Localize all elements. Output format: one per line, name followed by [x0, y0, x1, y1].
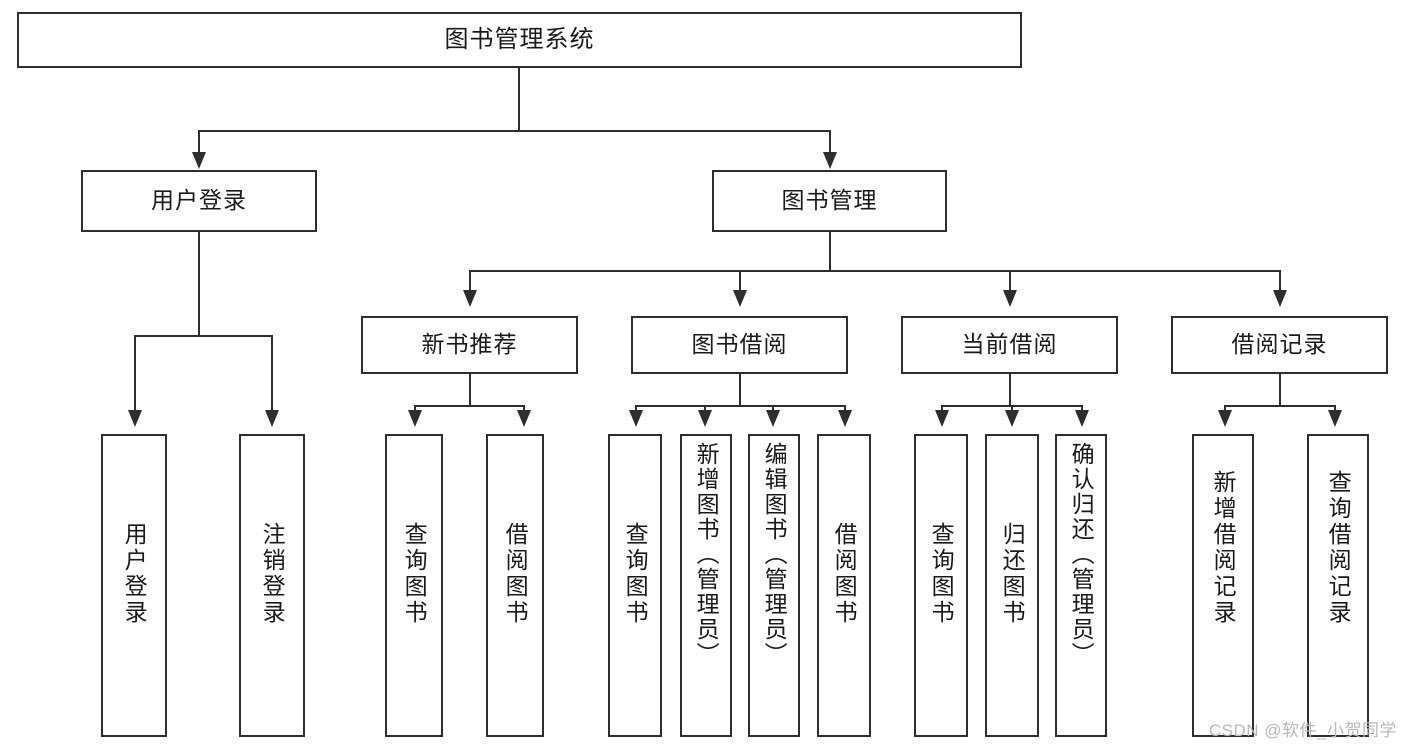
connector-book-borrow-bus	[635, 405, 846, 407]
leaf-label: 归还图书	[999, 522, 1026, 626]
arrow-to-leaf-query-book-b	[629, 410, 643, 427]
arrow-to-leaf-add-book	[698, 410, 712, 427]
connector-user-login-bus	[134, 335, 273, 337]
connector-new-book-drop-1	[414, 405, 416, 414]
connector-level3-drop-3	[1009, 270, 1011, 294]
leaf-user-login[interactable]: 用户登录	[101, 434, 167, 737]
leaf-add-book-admin[interactable]: 新增图书（管理员）	[680, 434, 732, 737]
arrow-to-leaf-borrow-book-a	[517, 410, 531, 427]
connector-book-borrow-stem	[739, 374, 741, 405]
connector-user-login-drop-2	[271, 335, 273, 414]
connector-current-borrow-stem	[1009, 374, 1011, 405]
connector-root-stem	[518, 68, 520, 130]
arrow-to-borrow-record	[1273, 290, 1287, 307]
node-borrow-record[interactable]: 借阅记录	[1171, 316, 1388, 374]
leaf-query-book-c[interactable]: 查询图书	[914, 434, 968, 737]
leaf-label: 借阅图书	[502, 522, 529, 626]
arrow-to-leaf-query-book-a	[408, 410, 422, 427]
connector-new-book-stem	[469, 374, 471, 405]
leaf-label: 新增借阅记录	[1210, 470, 1237, 626]
leaf-logout[interactable]: 注销登录	[239, 434, 305, 737]
connector-level3-drop-2	[739, 270, 741, 294]
connector-level3-drop-4	[1279, 270, 1281, 294]
connector-level3-bus	[469, 270, 1281, 272]
leaf-label: 确认归还（管理员）	[1068, 442, 1095, 667]
node-label: 借阅记录	[1231, 331, 1328, 358]
csdn-watermark: CSDN @软件_小贺同学	[1208, 721, 1397, 740]
connector-book-borrow-drop-3	[772, 405, 774, 414]
node-label: 用户登录	[151, 187, 247, 214]
leaf-label: 查询图书	[401, 522, 428, 626]
connector-book-borrow-drop-2	[704, 405, 706, 414]
arrow-to-new-book-recommend	[463, 290, 477, 307]
leaf-confirm-return-admin[interactable]: 确认归还（管理员）	[1055, 434, 1107, 737]
connector-user-login-stem	[198, 232, 200, 335]
connector-new-book-drop-2	[523, 405, 525, 414]
node-book-borrow[interactable]: 图书借阅	[631, 316, 848, 374]
connector-current-borrow-drop-2	[1011, 405, 1013, 414]
connector-borrow-record-drop-2	[1334, 405, 1336, 414]
leaf-return-book[interactable]: 归还图书	[985, 434, 1039, 737]
connector-borrow-record-drop-1	[1224, 405, 1226, 414]
arrow-to-leaf-edit-book	[766, 410, 780, 427]
connector-current-borrow-drop-1	[941, 405, 943, 414]
arrow-to-book-borrow	[733, 290, 747, 307]
connector-new-book-bus	[414, 405, 525, 407]
arrow-to-current-borrow	[1003, 290, 1017, 307]
leaf-query-book-b[interactable]: 查询图书	[608, 434, 662, 737]
arrow-to-book-management	[823, 152, 837, 169]
connector-user-login-drop-1	[134, 335, 136, 414]
leaf-label: 用户登录	[121, 522, 148, 626]
arrow-to-leaf-confirm-return	[1075, 410, 1089, 427]
leaf-query-book-a[interactable]: 查询图书	[385, 434, 443, 737]
node-label: 图书管理	[781, 187, 878, 214]
connector-level2-drop-1	[198, 130, 200, 156]
arrow-to-leaf-borrow-book-b	[838, 410, 852, 427]
node-current-borrow[interactable]: 当前借阅	[901, 316, 1118, 374]
leaf-label: 注销登录	[259, 522, 286, 626]
leaf-label: 编辑图书（管理员）	[761, 442, 788, 667]
arrow-to-leaf-query-record	[1328, 410, 1342, 427]
connector-level2-bus	[198, 130, 831, 132]
connector-level3-drop-1	[469, 270, 471, 294]
node-user-login[interactable]: 用户登录	[81, 170, 317, 232]
leaf-label: 借阅图书	[831, 522, 858, 626]
leaf-borrow-book-a[interactable]: 借阅图书	[486, 434, 544, 737]
node-label: 新书推荐	[421, 331, 518, 358]
leaf-label: 查询图书	[928, 522, 955, 626]
arrow-to-leaf-add-record	[1218, 410, 1232, 427]
arrow-to-leaf-return-book	[1005, 410, 1019, 427]
leaf-label: 查询借阅记录	[1325, 470, 1352, 626]
leaf-add-borrow-record[interactable]: 新增借阅记录	[1192, 434, 1254, 737]
connector-borrow-record-stem	[1279, 374, 1281, 405]
connector-current-borrow-drop-3	[1081, 405, 1083, 414]
arrow-to-leaf-query-book-c	[935, 410, 949, 427]
leaf-edit-book-admin[interactable]: 编辑图书（管理员）	[748, 434, 800, 737]
node-label: 当前借阅	[961, 331, 1058, 358]
arrow-to-leaf-user-login	[128, 410, 142, 427]
node-root-book-management-system[interactable]: 图书管理系统	[17, 12, 1022, 68]
node-label: 图书借阅	[691, 331, 788, 358]
arrow-to-user-login	[192, 152, 206, 169]
connector-borrow-record-bus	[1224, 405, 1336, 407]
leaf-label: 查询图书	[622, 522, 649, 626]
leaf-label: 新增图书（管理员）	[693, 442, 720, 667]
node-book-management[interactable]: 图书管理	[712, 170, 947, 232]
connector-level2-drop-2	[829, 130, 831, 156]
connector-book-management-stem	[829, 232, 831, 270]
connector-book-borrow-drop-4	[844, 405, 846, 414]
connector-book-borrow-drop-1	[635, 405, 637, 414]
leaf-borrow-book-b[interactable]: 借阅图书	[817, 434, 871, 737]
arrow-to-leaf-logout	[265, 410, 279, 427]
leaf-query-borrow-record[interactable]: 查询借阅记录	[1307, 434, 1369, 737]
node-label: 图书管理系统	[444, 25, 595, 53]
node-new-book-recommend[interactable]: 新书推荐	[361, 316, 578, 374]
